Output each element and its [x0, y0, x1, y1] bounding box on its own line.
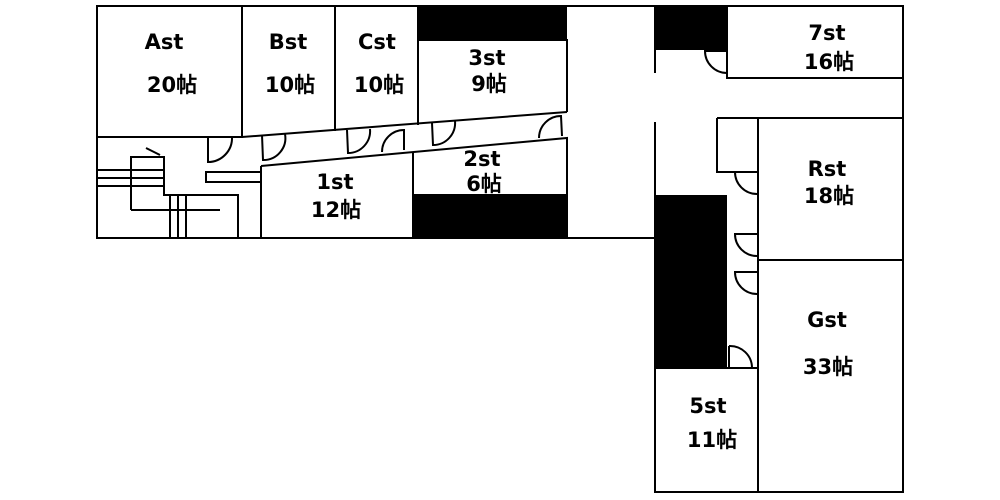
room-rst-name: Rst: [808, 157, 847, 181]
door-icon: [261, 133, 287, 162]
room-gst-name: Gst: [807, 308, 847, 332]
room-5st-size: 11帖: [687, 428, 737, 452]
room-7st-name: 7st: [808, 21, 845, 45]
door-icon: [346, 128, 372, 155]
doors: [207, 50, 758, 369]
storage-block-top: [418, 6, 567, 40]
storage-block-bottom: [413, 195, 567, 238]
room-bst-name: Bst: [269, 30, 308, 54]
room-7st-size: 16帖: [804, 50, 854, 74]
room-cst-name: Cst: [358, 30, 396, 54]
door-icon: [703, 50, 728, 74]
door-icon: [381, 128, 405, 153]
door-icon: [728, 344, 754, 369]
room-ast-size: 20帖: [147, 73, 197, 97]
storage-block-right: [655, 195, 727, 368]
room-labels: Ast 20帖 Bst 10帖 Cst 10帖 3st 9帖 2st 6帖 1s…: [145, 21, 855, 452]
door-icon: [733, 233, 758, 257]
room-2st-size: 6帖: [466, 172, 502, 196]
room-rst-size: 18帖: [804, 184, 854, 208]
room-3st-size: 9帖: [471, 72, 507, 96]
room-1st-size: 12帖: [311, 198, 361, 222]
room-ast-name: Ast: [145, 30, 184, 54]
door-icon: [733, 171, 758, 195]
room-2st-name: 2st: [463, 147, 500, 171]
room-3st-name: 3st: [468, 46, 505, 70]
room-cst-size: 10帖: [354, 73, 404, 97]
storage-block-right-top: [655, 6, 727, 50]
door-icon: [538, 114, 563, 139]
door-icon: [733, 271, 758, 295]
room-bst-size: 10帖: [265, 73, 315, 97]
room-1st-name: 1st: [316, 170, 353, 194]
door-icon: [207, 136, 234, 164]
room-5st-name: 5st: [689, 394, 726, 418]
room-gst-size: 33帖: [803, 355, 853, 379]
walls: [96, 5, 904, 493]
door-icon: [431, 120, 457, 147]
